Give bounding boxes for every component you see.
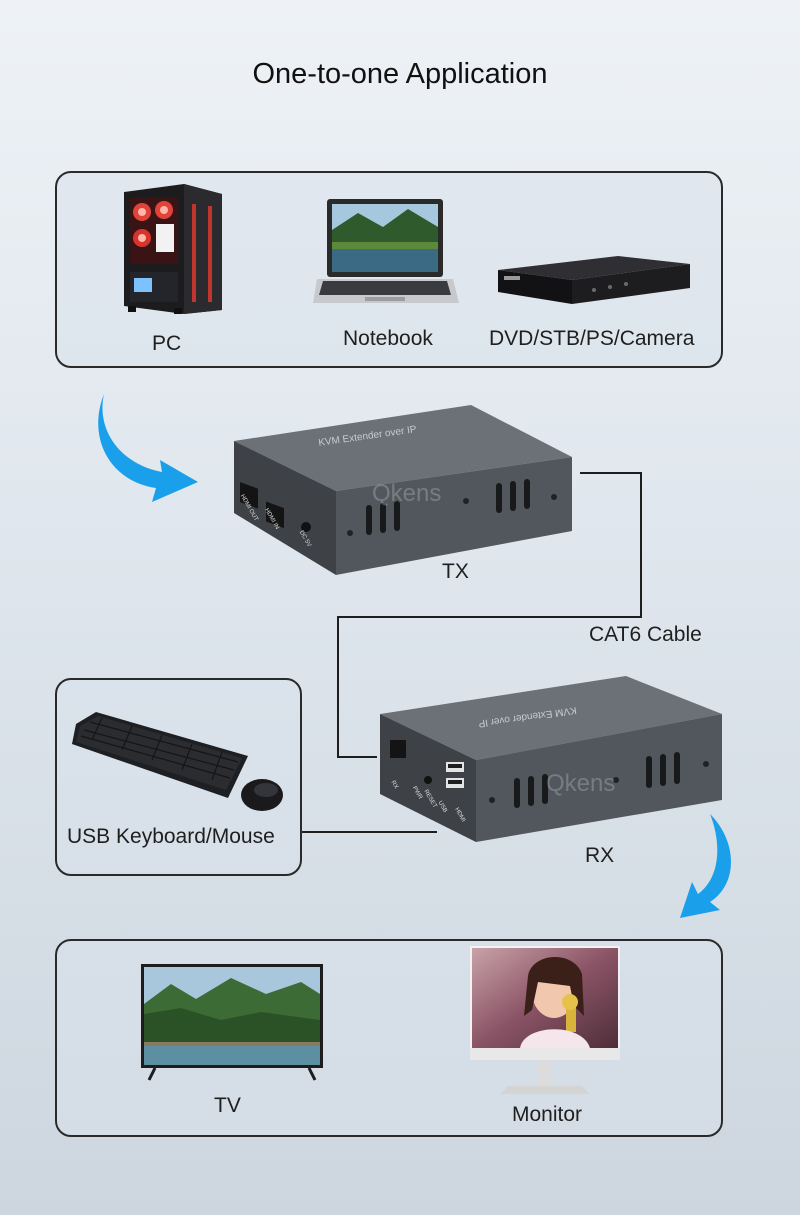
- blue-arrow-icon: [98, 394, 198, 502]
- mouse-icon: [241, 779, 283, 811]
- keyboard-mouse-label: USB Keyboard/Mouse: [67, 825, 275, 848]
- page-title: One-to-one Application: [252, 58, 548, 90]
- tv-icon: [141, 964, 323, 1081]
- keyboard-icon: [72, 712, 248, 798]
- monitor-label: Monitor: [512, 1103, 583, 1126]
- tv-label: TV: [214, 1094, 241, 1117]
- tx-device: [234, 405, 572, 575]
- rx-device: [380, 676, 722, 842]
- notebook-label: Notebook: [343, 327, 433, 350]
- rx-label: RX: [585, 844, 615, 867]
- rx-watermark: Qkens: [546, 770, 616, 797]
- cable-label: CAT6 Cable: [589, 623, 702, 646]
- pc-label: PC: [152, 332, 182, 355]
- blue-arrow-down-icon: [680, 814, 731, 918]
- tx-label: TX: [442, 560, 469, 583]
- tx-watermark: Qkens: [372, 480, 442, 507]
- dvd-label: DVD/STB/PS/Camera: [489, 327, 695, 350]
- dvd-player-icon: [498, 256, 690, 304]
- notebook-icon: [313, 199, 459, 303]
- monitor-icon: [470, 946, 620, 1094]
- pc-tower-icon: [124, 184, 222, 314]
